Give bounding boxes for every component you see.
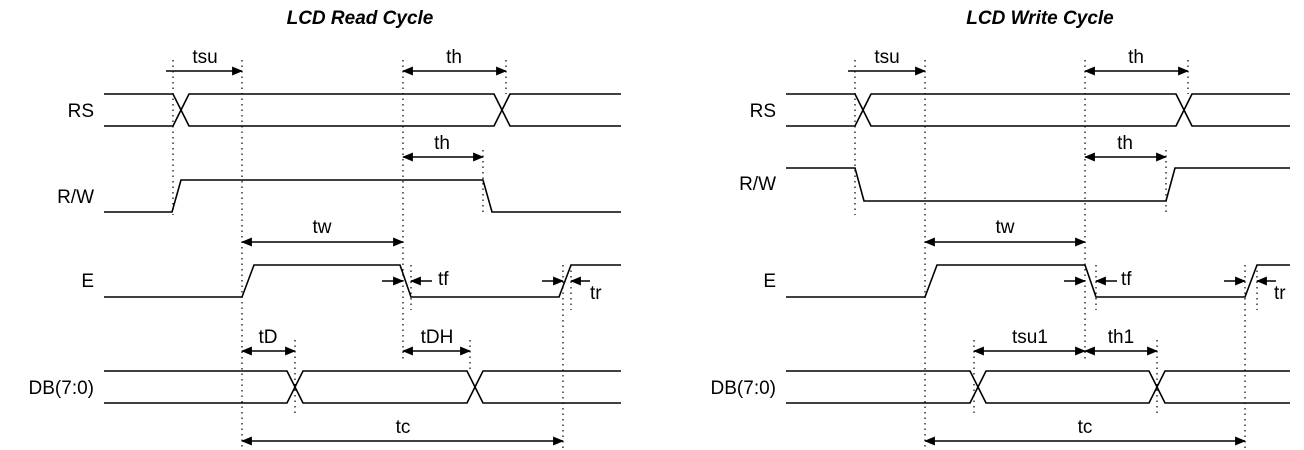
read-timing-tDH: tDH [402, 327, 471, 356]
svg-text:tDH: tDH [421, 327, 454, 348]
svg-text:tsu: tsu [874, 47, 899, 68]
read-timing-tsu: tsu [166, 47, 243, 76]
read-timing-tr: tr [542, 276, 602, 304]
read-e-waveform [104, 264, 621, 298]
read-rw-waveform [104, 179, 621, 213]
write-db-waveform [786, 370, 1290, 404]
read-guide-lines [172, 60, 572, 448]
svg-text:tw: tw [996, 217, 1015, 238]
svg-text:tr: tr [1274, 283, 1286, 304]
read-timing-tc: tc [241, 417, 564, 446]
svg-text:th: th [446, 47, 462, 68]
read-timing-tf: tf [382, 269, 449, 290]
svg-text:tsu1: tsu1 [1012, 327, 1048, 348]
read-rs-label: RS [68, 101, 94, 122]
svg-text:tc: tc [396, 417, 411, 438]
svg-text:tf: tf [1121, 269, 1132, 290]
svg-text:th1: th1 [1108, 327, 1134, 348]
write-timing-tc: tc [924, 417, 1246, 446]
read-db-waveform [104, 370, 621, 404]
svg-text:tw: tw [313, 217, 332, 238]
svg-text:th: th [1128, 47, 1144, 68]
write-e-waveform [786, 264, 1290, 298]
write-rw-label: R/W [739, 174, 776, 195]
read-timing-th-rw: th [402, 133, 484, 162]
write-timing-tsu1: tsu1 [973, 327, 1086, 356]
write-cycle-title: LCD Write Cycle [966, 8, 1114, 29]
svg-text:tf: tf [438, 269, 449, 290]
read-timing-tw: tw [241, 217, 404, 247]
write-timing-th1: th1 [1084, 327, 1158, 356]
svg-text:th: th [1117, 133, 1133, 154]
write-db-label: DB(7:0) [711, 378, 776, 399]
svg-text:tc: tc [1078, 417, 1093, 438]
read-db-label: DB(7:0) [29, 378, 94, 399]
write-timing-tf: tf [1064, 269, 1132, 290]
read-timing-tD: tD [241, 327, 296, 356]
svg-text:tD: tD [259, 327, 278, 348]
read-rw-label: R/W [57, 187, 94, 208]
svg-text:tr: tr [590, 283, 602, 304]
write-rw-waveform [786, 167, 1290, 202]
write-timing-tsu: tsu [848, 47, 926, 76]
write-timing-tw: tw [924, 217, 1086, 247]
read-rs-waveform [104, 93, 621, 127]
svg-text:th: th [434, 133, 450, 154]
write-cycle-diagram: LCD Write Cycle RS R/W E DB(7:0) [711, 8, 1290, 448]
svg-text:tsu: tsu [192, 47, 217, 68]
read-cycle-title: LCD Read Cycle [287, 8, 434, 29]
write-timing-tr: tr [1224, 276, 1286, 304]
write-e-label: E [763, 271, 776, 292]
read-cycle-diagram: LCD Read Cycle RS R/W E DB(7:0) [29, 8, 621, 448]
write-rs-label: RS [750, 101, 776, 122]
write-timing-th-rs: th [1084, 47, 1189, 76]
write-timing-th-rw: th [1084, 133, 1167, 162]
write-rs-waveform [786, 93, 1290, 127]
read-e-label: E [81, 271, 94, 292]
write-guide-lines [854, 60, 1258, 448]
read-timing-th-rs: th [402, 47, 507, 76]
